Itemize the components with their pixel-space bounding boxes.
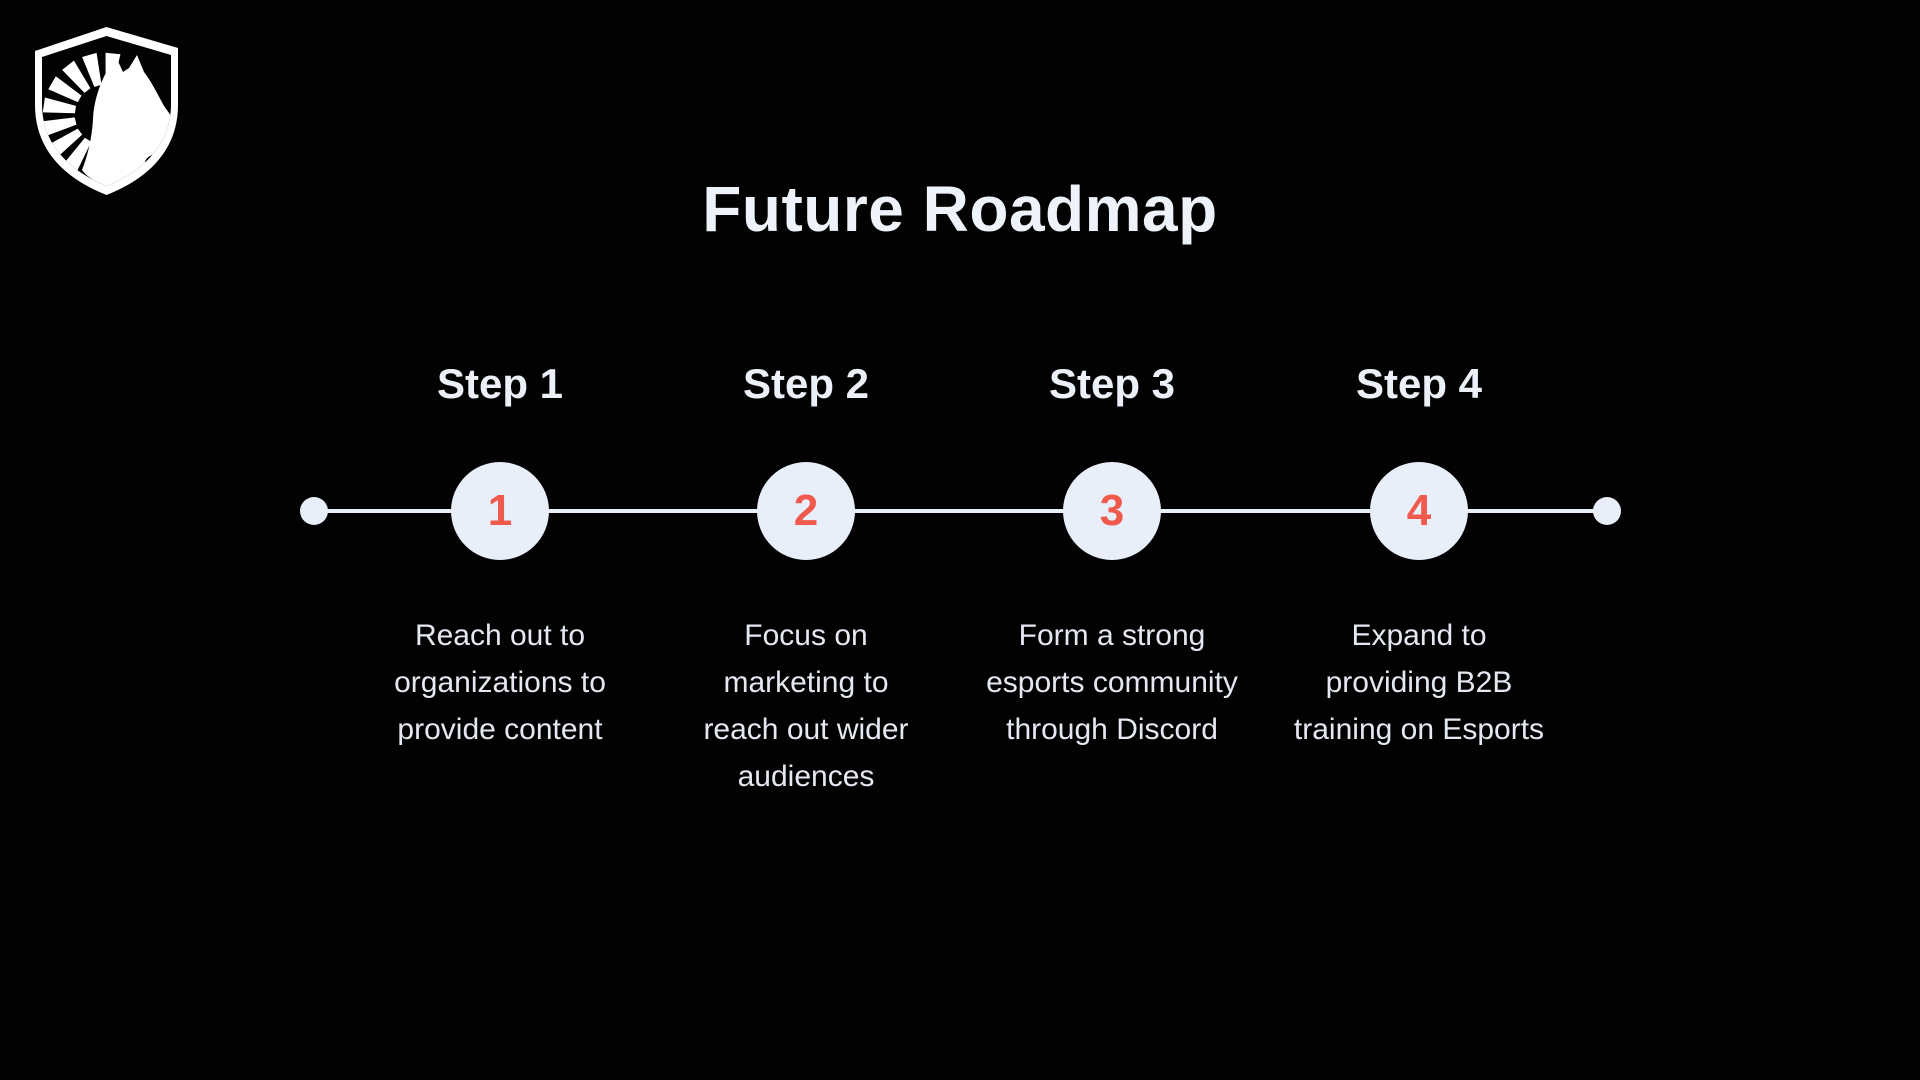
- step-3-label: Step 3: [1048, 360, 1176, 407]
- step-4-label: Step 4: [1355, 360, 1483, 407]
- step-2-label: Step 2: [742, 360, 870, 407]
- step-3: Step 3 3 Form a strong esports community…: [932, 359, 1292, 753]
- step-3-description: Form a strong esports community through …: [986, 619, 1238, 746]
- step-2-description: Focus on marketing to reach out wider au…: [703, 619, 909, 793]
- step-4: Step 4 4 Expand to providing B2B trainin…: [1239, 359, 1599, 753]
- step-2-node: 2: [757, 462, 855, 560]
- step-1-number: 1: [487, 486, 513, 535]
- slide-title: Future Roadmap: [702, 173, 1218, 245]
- step-1-node: 1: [451, 462, 549, 560]
- step-3-node: 3: [1063, 462, 1161, 560]
- step-3-number: 3: [1099, 486, 1125, 535]
- step-4-node: 4: [1370, 462, 1468, 560]
- timeline-line: [314, 509, 1607, 513]
- step-4-description: Expand to providing B2B training on Espo…: [1293, 619, 1545, 746]
- step-1: Step 1 1 Reach out to organizations to p…: [320, 359, 680, 753]
- step-2-number: 2: [793, 486, 819, 535]
- timeline-start-dot: [300, 497, 328, 525]
- timeline-end-dot: [1593, 497, 1621, 525]
- step-2: Step 2 2 Focus on marketing to reach out…: [626, 359, 986, 800]
- step-1-description: Reach out to organizations to provide co…: [394, 619, 606, 746]
- team-liquid-logo-icon: [35, 27, 178, 195]
- step-1-label: Step 1: [436, 360, 564, 407]
- step-4-number: 4: [1406, 486, 1432, 535]
